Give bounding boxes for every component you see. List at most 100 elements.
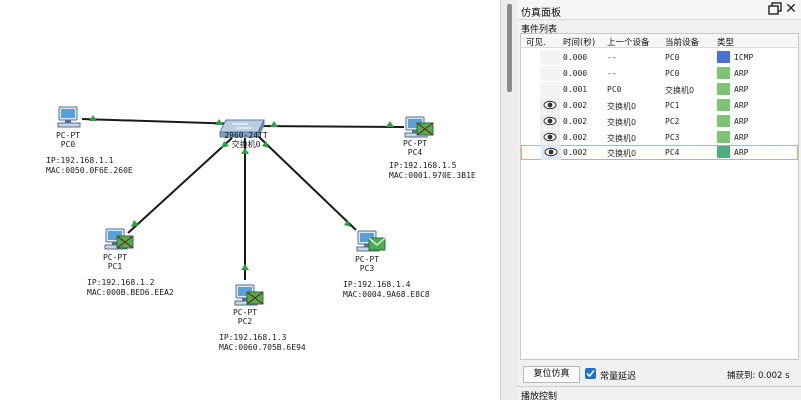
- pc2-ip-label: IP:192.168.1.3: [219, 333, 287, 342]
- pc3-ip-label: IP:192.168.1.4: [343, 280, 411, 289]
- pc3-name-label: PC3: [359, 264, 375, 273]
- link-light-icon: [215, 119, 223, 125]
- event-at-device: 交换机0: [665, 86, 695, 95]
- link-light-icon: [89, 115, 97, 121]
- close-icon[interactable]: ✕: [785, 1, 797, 17]
- pc2-computer-icon[interactable]: [233, 284, 265, 310]
- event-type: ICMP: [734, 53, 754, 62]
- event-type-color: [717, 83, 730, 95]
- link-light-icon: [241, 148, 249, 154]
- topology-canvas[interactable]: PC-PT PC0 IP:192.168.1.1 MAC:0050.0F6E.2…: [0, 0, 500, 400]
- pc3-mac-label: MAC:0004.9A68.E8C8: [343, 290, 430, 299]
- eye-icon[interactable]: [543, 116, 557, 126]
- event-last-device: 交换机0: [607, 134, 637, 143]
- pc0-ip-label: IP:192.168.1.1: [46, 156, 114, 165]
- table-row[interactable]: 0.000 -- PC0 ICMP: [521, 50, 798, 65]
- event-at-device: PC0: [665, 69, 680, 78]
- column-header-visible[interactable]: 可见.: [526, 38, 546, 48]
- playback-controls-section: 播放控制: [517, 386, 801, 400]
- event-time: 0.002: [563, 133, 588, 142]
- event-time: 0.001: [563, 85, 588, 94]
- event-at-device: PC3: [665, 133, 680, 142]
- link-light-icon: [262, 141, 269, 148]
- captured-time-text: 捕获到: 0.002 s: [727, 371, 790, 381]
- event-type: ARP: [734, 133, 749, 142]
- eye-icon[interactable]: [544, 147, 558, 157]
- simulation-panel: 仿真面板 ✕ 事件列表 可见. 时间(秒) 上一个设备 当前设备 类型 0.00…: [517, 0, 801, 400]
- pc0-name-label: PC0: [60, 140, 76, 149]
- event-type-color: [717, 99, 730, 111]
- pc1-envelope-icon: [116, 235, 134, 249]
- link-light-icon: [131, 220, 139, 227]
- table-row[interactable]: 0.002 交换机0 PC3 ARP: [521, 130, 798, 145]
- pc0-mac-label: MAC:0050.0F6E.260E: [46, 166, 133, 175]
- pc2-mac-label: MAC:0060.705B.6E94: [219, 343, 306, 352]
- eye-icon[interactable]: [543, 132, 557, 142]
- constant-delay-checkbox[interactable]: [585, 368, 596, 379]
- table-row[interactable]: 0.001 PC0 交换机0 ARP: [521, 82, 798, 97]
- pc4-computer-icon[interactable]: [403, 114, 435, 140]
- column-header-time[interactable]: 时间(秒): [563, 38, 596, 48]
- table-row[interactable]: 0.002 交换机0 PC1 ARP: [521, 98, 798, 113]
- simulation-controls: 复位仿真 常量延迟 捕获到: 0.002 s: [517, 364, 801, 384]
- event-at-device: PC2: [665, 117, 680, 126]
- switch-name-label: 交换机0: [231, 140, 261, 149]
- link-light-icon: [344, 220, 351, 227]
- link-switch-pc1[interactable]: [127, 137, 233, 234]
- topology-links: [81, 115, 405, 280]
- pc0-type-label: PC-PT: [55, 131, 81, 140]
- eye-icon[interactable]: [543, 100, 557, 110]
- restore-window-icon[interactable]: [768, 2, 782, 16]
- pc4-type-label: PC-PT: [402, 139, 428, 148]
- panel-header: 仿真面板 ✕: [517, 0, 801, 20]
- playback-controls-label: 播放控制: [521, 392, 558, 400]
- pc4-name-label: PC4: [407, 148, 423, 157]
- link-light-icon: [221, 141, 229, 148]
- pc0-computer-icon[interactable]: [56, 106, 82, 130]
- pc3-envelope-icon: [368, 237, 386, 251]
- switch-icon[interactable]: [219, 119, 265, 138]
- pc1-mac-label: MAC:000B.BED6.EEA2: [87, 288, 174, 297]
- panel-title: 仿真面板: [521, 8, 561, 19]
- event-time: 0.002: [563, 117, 588, 126]
- column-header-at-device[interactable]: 当前设备: [665, 38, 700, 48]
- table-row[interactable]: 0.000 -- PC0 ARP: [521, 66, 798, 81]
- event-type-color: [717, 146, 730, 158]
- reset-simulation-button[interactable]: 复位仿真: [523, 366, 580, 383]
- event-type: ARP: [734, 69, 749, 78]
- pc4-mac-label: MAC:0001.970E.3B1E: [389, 171, 476, 180]
- pc1-ip-label: IP:192.168.1.2: [87, 278, 155, 287]
- link-light-icon: [270, 121, 278, 127]
- event-time: 0.002: [563, 101, 588, 110]
- link-switch-pc3[interactable]: [257, 135, 357, 231]
- pc2-name-label: PC2: [237, 317, 253, 326]
- link-light-icon: [386, 121, 394, 127]
- event-type-color: [717, 115, 730, 127]
- pc1-name-label: PC1: [107, 262, 123, 271]
- event-type-color: [717, 51, 730, 63]
- event-list-label: 事件列表: [521, 25, 558, 35]
- link-pc0-switch[interactable]: [81, 118, 241, 125]
- canvas-scrollbar[interactable]: [500, 0, 517, 400]
- table-row-selected[interactable]: 0.002 交换机0 PC4 ARP: [521, 145, 798, 160]
- table-row[interactable]: 0.002 交换机0 PC2 ARP: [521, 114, 798, 129]
- event-type: ARP: [734, 117, 749, 126]
- pc4-ip-label: IP:192.168.1.5: [389, 161, 457, 170]
- event-type-color: [717, 67, 730, 79]
- pc1-type-label: PC-PT: [102, 253, 128, 262]
- column-header-type[interactable]: 类型: [717, 38, 735, 48]
- event-time: 0.000: [563, 69, 588, 78]
- event-last-device: --: [607, 53, 617, 62]
- column-header-last-device[interactable]: 上一个设备: [607, 38, 650, 48]
- pc1-computer-icon[interactable]: [103, 228, 135, 254]
- scrollbar-thumb[interactable]: [507, 4, 512, 92]
- event-last-device: 交换机0: [607, 118, 637, 127]
- pc3-computer-icon[interactable]: [355, 230, 387, 256]
- event-last-device: 交换机0: [607, 149, 637, 158]
- event-list-table[interactable]: 可见. 时间(秒) 上一个设备 当前设备 类型 0.000 -- PC0 ICM…: [520, 33, 799, 360]
- event-last-device: --: [607, 69, 617, 78]
- event-time: 0.000: [563, 53, 588, 62]
- pc2-type-label: PC-PT: [232, 308, 258, 317]
- event-at-device: PC0: [665, 53, 680, 62]
- event-type: ARP: [734, 148, 749, 157]
